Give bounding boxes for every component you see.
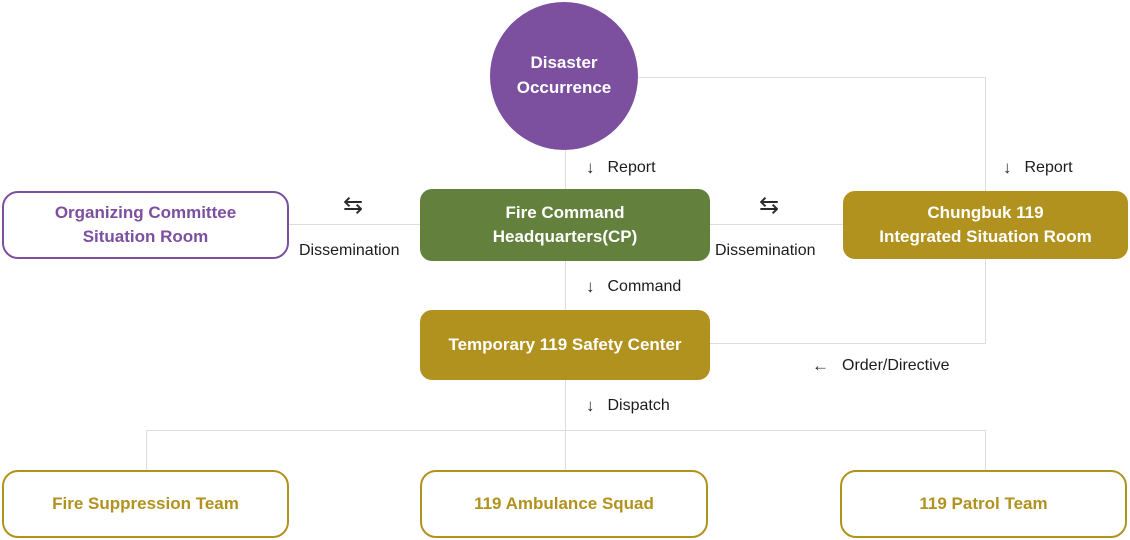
left-arrow-icon: ← [812, 356, 829, 375]
node-chungbuk-119-integrated-situation-room: Chungbuk 119 Integrated Situation Room [843, 191, 1128, 259]
node-label: Integrated Situation Room [879, 227, 1092, 246]
connector-temporary-to-ambulance [565, 380, 566, 470]
connector-dispatch-bus [146, 430, 985, 431]
node-119-ambulance-squad: 119 Ambulance Squad [420, 470, 708, 538]
edge-label-text: Order/Directive [842, 357, 950, 374]
connector-down-to-fire-suppression [146, 430, 147, 470]
swap-arrows-icon: ⇆ [759, 192, 780, 219]
connector-chungbuk-down [985, 259, 986, 344]
edge-label-text: Dispatch [607, 397, 670, 414]
edge-label-text: Dissemination [715, 242, 816, 259]
down-arrow-icon: ↓ [586, 158, 595, 177]
node-label: Fire Command [505, 203, 625, 223]
node-label: Headquarters(CP) [492, 227, 638, 246]
edge-label-dissemination-left: Dissemination [299, 242, 399, 260]
node-label: Temporary 119 Safety Center [448, 335, 682, 355]
edge-label-text: Dissemination [299, 242, 400, 259]
connector-down-to-patrol [985, 430, 986, 470]
node-fire-suppression-team: Fire Suppression Team [2, 470, 289, 538]
connector-fire-command-to-chungbuk [710, 224, 843, 225]
node-label: 119 Patrol Team [919, 494, 1048, 514]
connector-organizing-to-fire-command [289, 224, 420, 225]
down-arrow-icon: ↓ [1003, 158, 1012, 177]
edge-label-report-right: ↓ Report [1003, 158, 1073, 178]
edge-label-text: Report [607, 159, 656, 176]
node-119-patrol-team: 119 Patrol Team [840, 470, 1127, 538]
node-label: Situation Room [82, 227, 209, 246]
node-organizing-committee-situation-room: Organizing Committee Situation Room [2, 191, 289, 259]
edge-label-text: Report [1024, 159, 1073, 176]
edge-label-order-directive: ← Order/Directive [812, 356, 950, 376]
connector-fire-command-to-temporary [565, 260, 566, 310]
node-label: Disaster [530, 53, 598, 73]
down-arrow-icon: ↓ [586, 396, 595, 415]
node-disaster-occurrence: Disaster Occurrence [490, 2, 638, 150]
edge-label-text: Command [607, 278, 682, 295]
node-label: Fire Suppression Team [52, 494, 239, 514]
connector-order-directive [710, 343, 986, 344]
connector-down-to-chungbuk [985, 77, 986, 191]
connector-disaster-to-fire-command [565, 150, 566, 190]
node-temporary-119-safety-center: Temporary 119 Safety Center [420, 310, 710, 380]
edge-label-dispatch: ↓ Dispatch [586, 396, 670, 416]
node-label: Organizing Committee [54, 203, 237, 223]
node-label: Occurrence [516, 78, 612, 97]
swap-arrows-icon: ⇆ [343, 192, 364, 219]
edge-label-dissemination-right: Dissemination [715, 242, 815, 260]
down-arrow-icon: ↓ [586, 277, 595, 296]
edge-label-report-left: ↓ Report [586, 158, 656, 178]
node-fire-command-headquarters: Fire Command Headquarters(CP) [420, 189, 710, 261]
edge-label-command: ↓ Command [586, 277, 681, 297]
node-label: Chungbuk 119 [927, 203, 1044, 223]
connector-disaster-to-right [638, 77, 985, 78]
node-label: 119 Ambulance Squad [474, 494, 654, 514]
